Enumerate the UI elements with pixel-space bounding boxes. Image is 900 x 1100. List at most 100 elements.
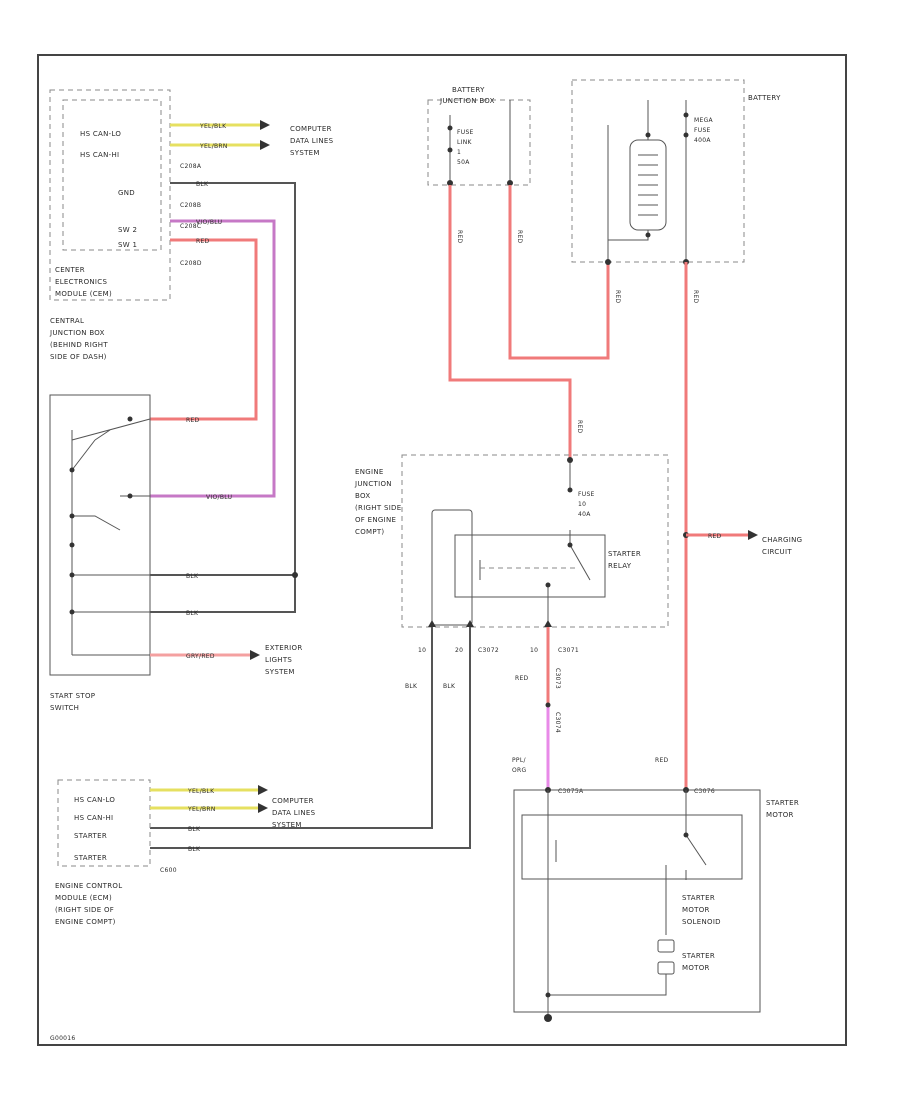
bjb-fuse-2: LINK: [457, 139, 473, 146]
ss-wire-red: RED: [186, 417, 200, 424]
solenoid-label-2: MOTOR: [682, 906, 710, 914]
start-stop-title-1: START STOP: [50, 692, 95, 700]
relay-label-1: STARTER: [608, 550, 641, 558]
wire-sw2-vio: [150, 219, 276, 498]
conn-c3073: C3073: [554, 668, 561, 689]
motor-label-2: MOTOR: [682, 964, 710, 972]
ecm-wire-yel-brn: YEL/BRN: [187, 806, 216, 813]
ss-wire-gry-red: GRY/RED: [186, 653, 215, 660]
starter-wire-ppl: PPL/: [512, 757, 526, 764]
ecm-wire-blk-a: BLK: [188, 826, 201, 833]
ejb-pin-20: 20: [455, 647, 463, 654]
solenoid-label-1: STARTER: [682, 894, 715, 902]
conn-c3075a: C3075A: [558, 788, 584, 795]
computer-data-bottom-1: COMPUTER: [272, 797, 314, 805]
wire-ecm-blk-2: [150, 627, 471, 849]
battery-fuse-3: 400A: [694, 137, 711, 144]
ecm-module: HS CAN-LO HS CAN-HI STARTER STARTER ENGI…: [55, 779, 151, 926]
ejb-title-5: OF ENGINE: [355, 516, 396, 524]
battery-junction-box: BATTERY JUNCTION BOX FUSE LINK 1 50A: [427, 86, 531, 186]
ejb-title-3: BOX: [355, 492, 370, 500]
starter-title-1: STARTER: [766, 799, 799, 807]
cem-module: HS CAN-LO HS CAN-HI GND SW 2 SW 1 CENTER…: [49, 89, 171, 301]
exterior-lights-3: SYSTEM: [265, 668, 295, 676]
ejb-fuse-2: 10: [578, 501, 586, 508]
solenoid-label-3: SOLENOID: [682, 918, 721, 926]
cjb-label-4: SIDE OF DASH): [50, 353, 107, 361]
starter-wire-red-1: RED: [515, 675, 529, 682]
ejb-pin-10-b: 10: [530, 647, 538, 654]
ecm-title-4: ENGINE COMPT): [55, 918, 116, 926]
ecm-title-1: ENGINE CONTROL: [55, 882, 122, 890]
bjb-wire-red-1: RED: [456, 230, 463, 244]
wire-ecm-blk-1: [150, 627, 433, 829]
cjb-label-1: CENTRAL: [50, 317, 84, 325]
cjb-label-3: (BEHIND RIGHT: [50, 341, 108, 349]
ejb-title-6: COMPT): [355, 528, 384, 536]
battery-fuse-2: FUSE: [694, 127, 711, 134]
conn-c3074: C3074: [554, 712, 561, 733]
charging-label-2: CIRCUIT: [762, 548, 792, 556]
cem-pin-sw2: SW 2: [118, 226, 137, 234]
ecm-title-2: MODULE (ECM): [55, 894, 112, 902]
cem-pin-gnd: GND: [118, 189, 135, 197]
starter-wire-red-2: RED: [655, 757, 669, 764]
wire-bjb-red-1: [448, 185, 572, 460]
ejb-fuse-1: FUSE: [578, 491, 595, 498]
ejb-connector-c3071: C3071: [558, 647, 579, 654]
ecm-pin-can-lo: HS CAN-LO: [74, 796, 115, 804]
diagram-frame: [37, 54, 847, 1046]
computer-data-top-2: DATA LINES: [290, 137, 334, 145]
cem-title-1: CENTER: [55, 266, 85, 274]
ecm-wire-blk-2: BLK: [443, 683, 456, 690]
starter-motor: STARTER MOTOR STARTER MOTOR SOLENOID STA…: [513, 787, 799, 1018]
bjb-title-2: JUNCTION BOX: [439, 97, 495, 105]
start-stop-switch: START STOP SWITCH: [49, 394, 151, 712]
starter-wire-org: ORG: [512, 767, 526, 774]
ejb-title-4: (RIGHT SIDE: [355, 504, 401, 512]
cem-title-2: ELECTRONICS: [55, 278, 107, 286]
bjb-fuse-3: 1: [457, 149, 461, 156]
cem-connector-b: C208B: [180, 202, 201, 209]
ejb-wire-red: RED: [576, 420, 583, 434]
cem-title-3: MODULE (CEM): [55, 290, 112, 298]
bjb-fuse-1: FUSE: [457, 129, 474, 136]
ejb-pin-10-a: 10: [418, 647, 426, 654]
cem-connector-a: C208A: [180, 163, 202, 170]
ecm-pin-can-hi: HS CAN-HI: [74, 814, 113, 822]
battery-fuse-1: MEGA: [694, 117, 714, 124]
wire-bjb-red-2: [508, 185, 610, 360]
ecm-pin-starter-2: STARTER: [74, 854, 107, 862]
charging-wire: RED: [708, 533, 722, 540]
relay-label-2: RELAY: [608, 562, 632, 570]
computer-data-top-3: SYSTEM: [290, 149, 320, 157]
ejb-fuse-3: 40A: [578, 511, 591, 518]
conn-c3076: C3076: [694, 788, 715, 795]
ejb-connector-c3072: C3072: [478, 647, 499, 654]
ejb-title-1: ENGINE: [355, 468, 384, 476]
battery: BATTERY MEGA FUSE 400A: [571, 79, 781, 263]
wire-label-vio-blu: VIO/BLU: [196, 219, 222, 226]
ecm-title-3: (RIGHT SIDE OF: [55, 906, 114, 914]
ecm-wire-blk-1: BLK: [405, 683, 418, 690]
exterior-lights-1: EXTERIOR: [265, 644, 303, 652]
bjb-fuse-4: 50A: [457, 159, 470, 166]
battery-wire-red-1: RED: [614, 290, 621, 304]
ejb-title-2: JUNCTION: [354, 480, 392, 488]
wire-label-yel-blk-top: YEL/BLK: [199, 123, 227, 130]
ecm-wire-yel-blk: YEL/BLK: [187, 788, 215, 795]
battery-wire-red-2: RED: [692, 290, 699, 304]
cem-pin-sw1: SW 1: [118, 241, 137, 249]
ss-wire-blk-1: BLK: [186, 573, 199, 580]
motor-label-1: STARTER: [682, 952, 715, 960]
cem-connector-c: C208C: [180, 223, 201, 230]
ground-point: [544, 1014, 552, 1022]
cem-connector-d: C208D: [180, 260, 202, 267]
computer-data-bottom-3: SYSTEM: [272, 821, 302, 829]
exterior-lights-2: LIGHTS: [265, 656, 292, 664]
cem-pin-hs-can-lo: HS CAN-LO: [80, 130, 121, 138]
footer-code: G00016: [50, 1035, 76, 1042]
ss-wire-vio-blu: VIO/BLU: [206, 494, 232, 501]
bjb-title-1: BATTERY: [452, 86, 485, 94]
